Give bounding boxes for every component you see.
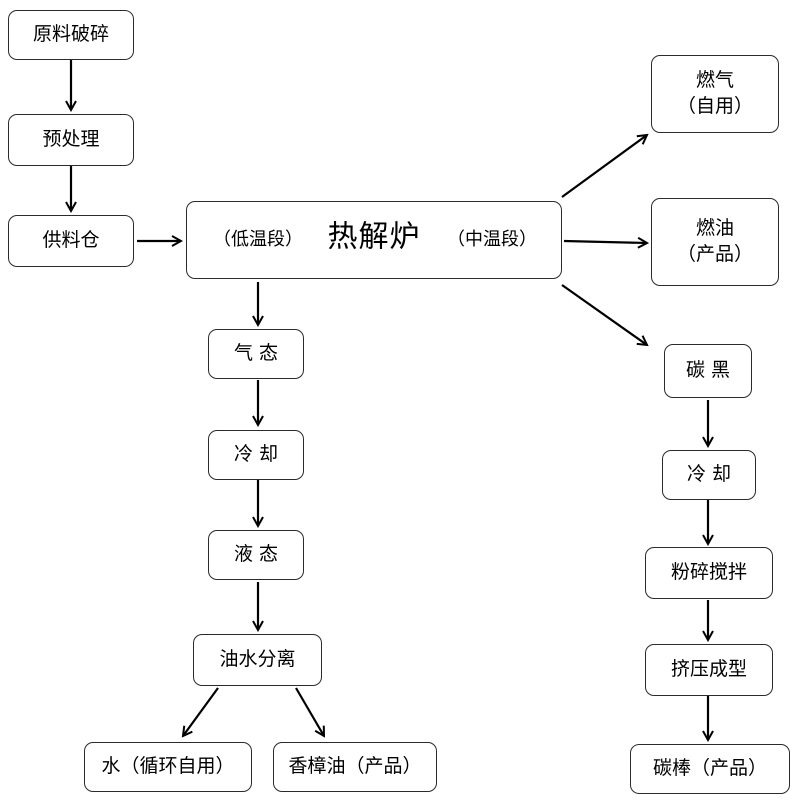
node-label: 气 态 <box>233 342 279 365</box>
node-label: 预处理 <box>42 128 100 151</box>
node-feed-bin: 供料仓 <box>8 215 134 267</box>
node-label-line2: （产品） <box>676 243 753 265</box>
node-pretreatment: 预处理 <box>8 114 134 166</box>
node-cooling-left: 冷 却 <box>208 430 304 480</box>
node-extrusion-molding: 挤压成型 <box>645 644 773 696</box>
node-carbon-black: 碳 黑 <box>664 344 752 398</box>
node-label: 碳棒（产品） <box>652 757 767 780</box>
furnace-title: 热解炉 <box>327 219 421 255</box>
node-fuel-oil: 燃油 （产品） <box>651 198 779 286</box>
node-label: 水（循环自用） <box>101 755 235 778</box>
arrow-furnace-to-fuelgas <box>561 135 647 198</box>
node-camphor-oil-product: 香樟油（产品） <box>273 742 437 792</box>
arrow-sep-to-camphor <box>295 687 324 736</box>
node-oil-water-separation: 油水分离 <box>193 634 322 686</box>
node-cooling-right: 冷 却 <box>662 450 756 500</box>
node-label-line1: 燃油 <box>695 217 734 240</box>
node-label-line1: 燃气 <box>695 69 734 92</box>
node-label: 挤压成型 <box>670 658 747 681</box>
node-pyrolysis-furnace: （低温段） 热解炉 （中温段） <box>186 201 562 279</box>
node-carbon-rod-product: 碳棒（产品） <box>630 744 790 794</box>
node-label: 冷 却 <box>686 463 732 486</box>
node-water-recycled: 水（循环自用） <box>84 742 252 792</box>
furnace-mid-temp-label: （中温段） <box>447 228 537 250</box>
arrow-sep-to-water <box>183 687 219 736</box>
node-raw-crushing: 原料破碎 <box>8 10 134 60</box>
arrow-furnace-to-carbon <box>561 284 647 345</box>
node-gas-state: 气 态 <box>208 329 304 379</box>
node-grind-mix: 粉碎搅拌 <box>645 547 773 599</box>
node-fuel-gas: 燃气 （自用） <box>651 55 779 133</box>
node-label: 冷 却 <box>233 443 279 466</box>
furnace-low-temp-label: （低温段） <box>213 228 303 250</box>
node-label: 香樟油（产品） <box>288 755 422 778</box>
node-label: 原料破碎 <box>32 23 109 46</box>
arrow-furnace-to-fueloil <box>563 241 647 243</box>
node-label: 粉碎搅拌 <box>670 561 747 584</box>
node-label-line2: （自用） <box>676 95 753 117</box>
node-label: 液 态 <box>233 543 279 566</box>
node-label: 碳 黑 <box>685 359 731 382</box>
node-label: 供料仓 <box>42 229 100 252</box>
node-liquid-state: 液 态 <box>208 530 304 580</box>
node-label: 油水分离 <box>219 648 296 671</box>
